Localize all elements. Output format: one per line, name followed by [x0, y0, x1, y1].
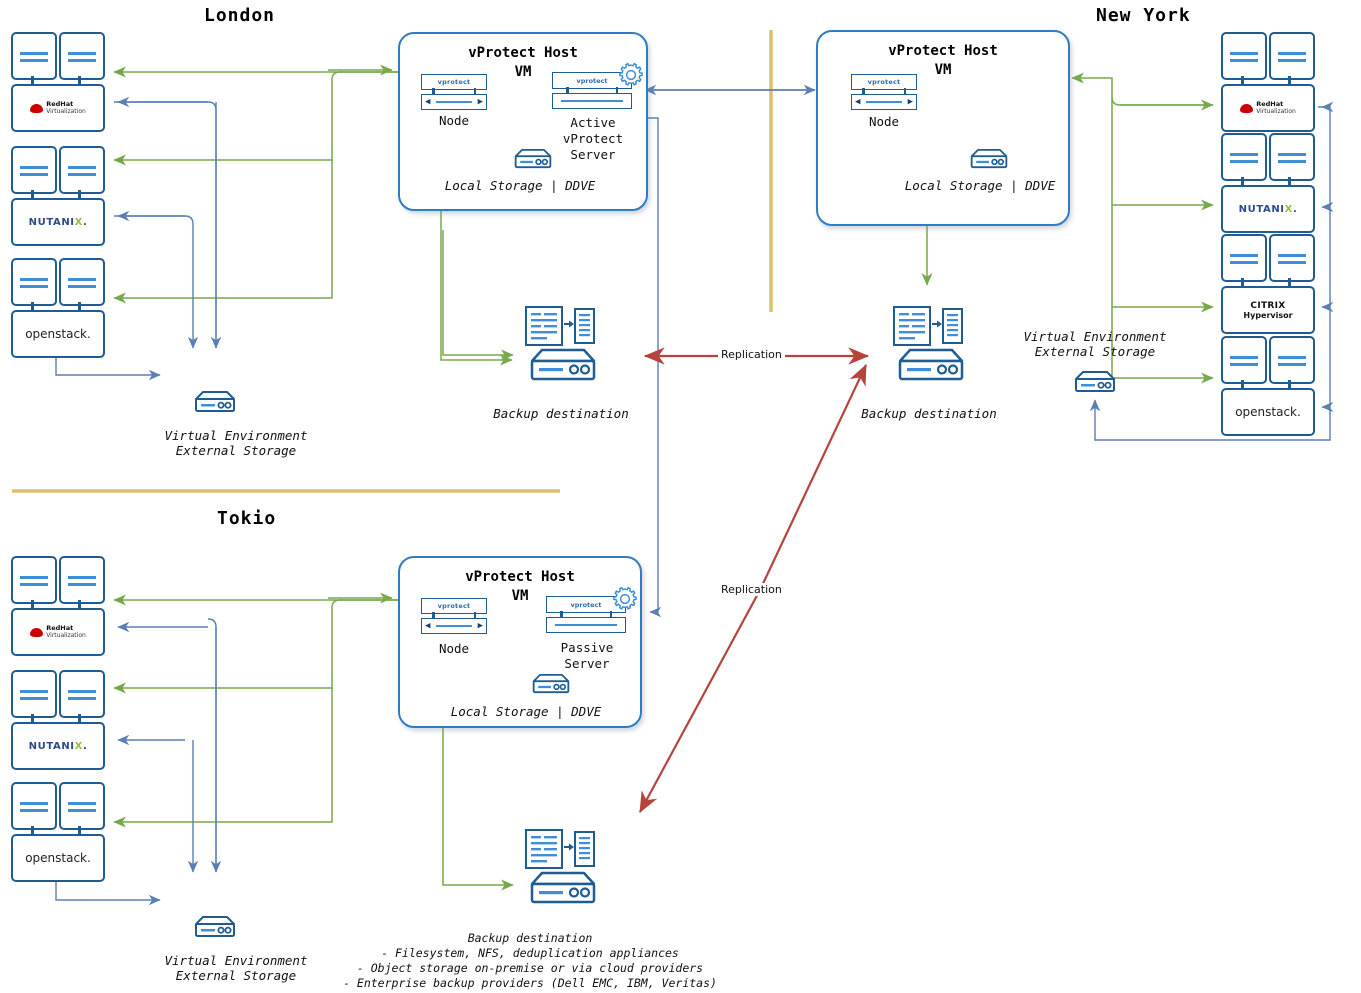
vm-icon: [59, 32, 105, 80]
london-vprotect-node-icon: vprotect ◀▶: [418, 74, 490, 110]
london-backup-destination-icon: [524, 305, 598, 385]
london-node-to-backup: [440, 205, 513, 366]
vm-icon: [11, 258, 57, 306]
nutanix-icon: NUTANIX.: [28, 216, 88, 228]
tokio-local-storage-label: Local Storage | DDVE: [450, 704, 602, 719]
hypervisor-platform: openstack.: [11, 310, 105, 358]
vm-icon: [11, 146, 57, 194]
tokio-external-storage-label: Virtual Environment External Storage: [164, 953, 308, 983]
ny-external-storage-icon: [1072, 370, 1115, 392]
london-external-storage-label: Virtual Environment External Storage: [164, 428, 308, 458]
tokio-node-label: Node: [438, 641, 470, 656]
nutanix-icon: NUTANIX.: [28, 740, 88, 752]
london-external-storage-icon: [192, 390, 235, 412]
vm-icon: [59, 146, 105, 194]
tokio-backup-destination-notes: Backup destination - Filesystem, NFS, de…: [343, 931, 717, 990]
nutanix-icon: NUTANIX.: [1238, 203, 1298, 215]
redhat-icon: RedHat Virtualization: [30, 100, 86, 116]
tokio-local-storage-icon: [530, 673, 570, 694]
site-title-newyork: New York: [1096, 5, 1191, 26]
ny-local-storage-icon: [968, 148, 1008, 169]
tokio-external-storage-icon: [192, 915, 235, 937]
hypervisor-platform: NUTANIX.: [11, 198, 105, 246]
site-title-london: London: [204, 5, 276, 26]
tokio-backup-destination-icon: [524, 828, 598, 908]
hypervisor-platform: RedHat Virtualization: [11, 84, 105, 132]
openstack-icon: openstack.: [25, 327, 91, 341]
vm-icon: [11, 32, 57, 80]
site-title-tokio: Tokio: [217, 508, 277, 529]
vm-icon: [59, 258, 105, 306]
london-server-label: Active vProtect Server: [562, 115, 624, 162]
openstack-icon: openstack.: [25, 851, 91, 865]
tokio-vprotect-server-icon: vprotect: [544, 586, 637, 634]
tokio-vprotect-node-icon: vprotect ◀▶: [418, 598, 490, 634]
london-backup-destination-label: Backup destination: [493, 406, 629, 421]
openstack-icon: openstack.: [1235, 405, 1301, 419]
ny-backup-destination-label: Backup destination: [861, 406, 997, 421]
ny-external-storage-label: Virtual Environment External Storage: [1023, 329, 1167, 359]
replication-label-diagonal: Replication: [718, 583, 785, 596]
ny-backup-destination-icon: [892, 305, 966, 385]
tokio-server-label: Passive Server: [560, 640, 614, 671]
london-node-label: Node: [438, 113, 470, 128]
london-local-storage-icon: [512, 148, 552, 169]
replication-label-top: Replication: [718, 348, 785, 361]
gear-icon: [619, 62, 643, 86]
ny-vprotect-node-icon: vprotect ◀▶: [848, 74, 920, 110]
ny-node-label: Node: [868, 114, 900, 129]
ny-local-storage-label: Local Storage | DDVE: [904, 178, 1056, 193]
london-vprotect-server-icon: vprotect: [550, 62, 643, 110]
london-local-storage-label: Local Storage | DDVE: [444, 178, 596, 193]
gear-icon: [613, 586, 637, 610]
